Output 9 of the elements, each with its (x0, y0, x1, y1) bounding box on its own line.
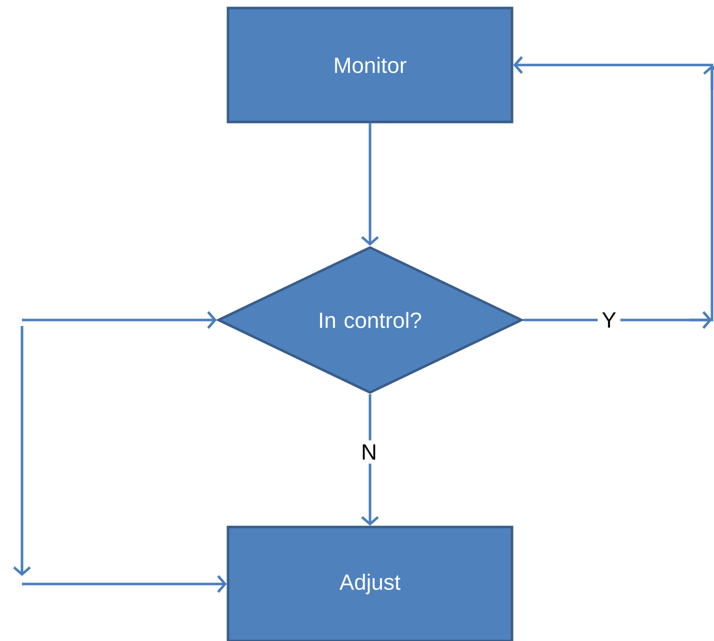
arrow (22, 311, 217, 329)
arrow (361, 394, 379, 526)
edge-label: N (357, 440, 381, 464)
edge-label: Y (598, 308, 620, 332)
process-box: Monitor (226, 6, 514, 124)
arrow (361, 123, 379, 246)
arrow (22, 575, 227, 593)
arrow (513, 56, 714, 329)
process-box: Adjust (226, 526, 514, 641)
